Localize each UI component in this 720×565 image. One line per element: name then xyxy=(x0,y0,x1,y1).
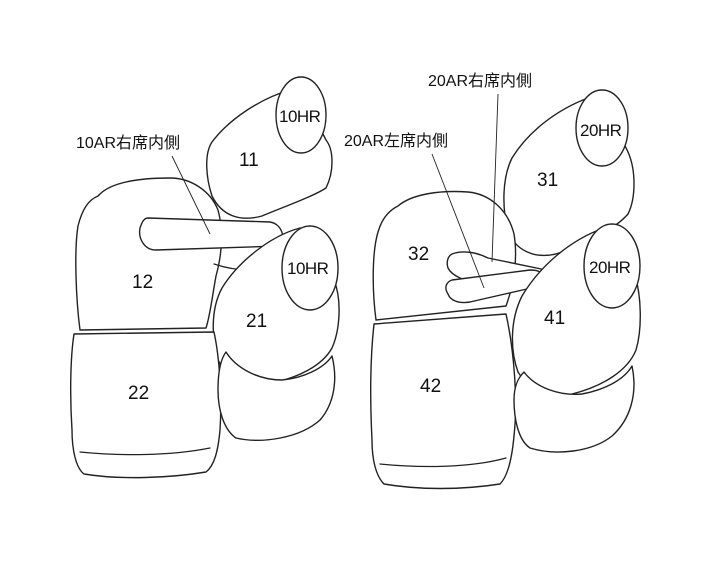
left-cushion-left-shape xyxy=(69,331,222,479)
left-back-left-label: 12 xyxy=(132,272,153,293)
right-headrest-top-label: 20HR xyxy=(580,121,622,140)
left-armrest-leader xyxy=(171,155,211,235)
right-armrest-right-callout: 20AR右席内側 xyxy=(428,72,532,90)
left-headrest-top-shape xyxy=(275,76,327,154)
right-headrest-top-shape xyxy=(575,89,629,167)
left-back-left-shape xyxy=(75,177,223,331)
left-back-right-label: 21 xyxy=(246,311,267,332)
left-armrest-shape xyxy=(138,217,284,251)
right-armrest-left-leader xyxy=(431,153,485,289)
left-headrest-right-shape xyxy=(281,225,339,311)
right-back-right-label: 41 xyxy=(544,308,565,329)
right-back-left-label: 32 xyxy=(408,244,429,265)
right-headrest-right-shape xyxy=(583,223,641,309)
right-armrest-left-callout: 20AR左席内側 xyxy=(344,132,448,150)
left-cushion-seam xyxy=(79,447,211,456)
right-cushion-seam xyxy=(379,457,507,468)
right-cushion-left-label: 42 xyxy=(420,376,441,397)
right-cushion-right-shape xyxy=(513,365,635,453)
right-seat-set: 20HR 20HR 31 32 41 42 20AR右席内側 20AR左席内側 xyxy=(344,72,641,490)
right-cushion-left-shape xyxy=(370,313,517,490)
left-armrest-callout: 10AR右席内側 xyxy=(76,134,180,152)
right-back-rear-label: 31 xyxy=(537,170,558,191)
right-headrest-right-label: 20HR xyxy=(589,258,631,277)
left-cushion-left-label: 22 xyxy=(128,383,149,404)
left-headrest-right-label: 10HR xyxy=(287,259,329,278)
left-headrest-top-label: 10HR xyxy=(279,107,321,126)
right-armrest-right-leader xyxy=(491,93,499,263)
left-seat-set: 10HR 10HR 11 12 21 22 10AR右席内側 xyxy=(69,76,340,479)
left-back-rear-label: 11 xyxy=(239,150,259,171)
left-cushion-right-shape xyxy=(217,351,336,441)
